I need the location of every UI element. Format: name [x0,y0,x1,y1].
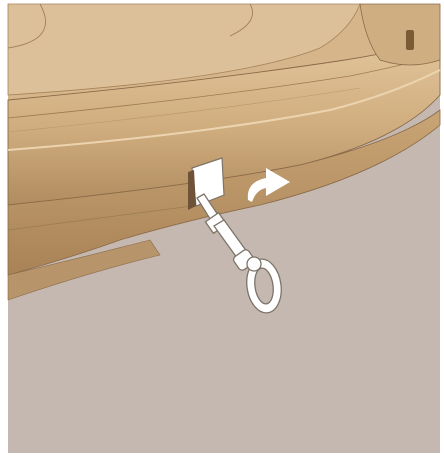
side-reflector [406,30,414,50]
